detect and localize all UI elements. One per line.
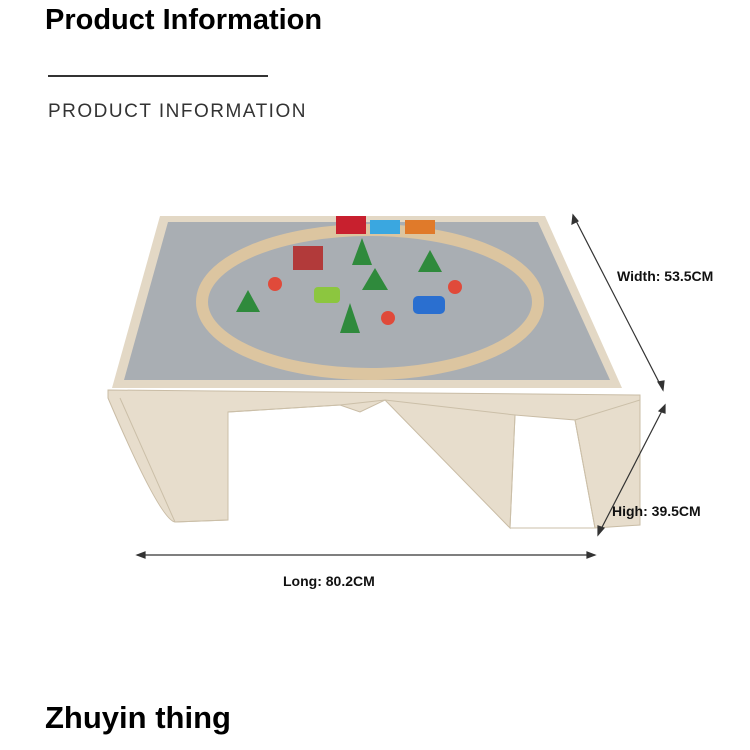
width-label: Width: 53.5CM bbox=[617, 268, 714, 284]
building-plate bbox=[124, 222, 610, 380]
train-car bbox=[370, 220, 400, 234]
figure bbox=[268, 277, 282, 291]
height-label: High: 39.5CM bbox=[612, 503, 701, 519]
tree bbox=[418, 250, 442, 272]
green-car bbox=[314, 287, 340, 303]
divider bbox=[48, 75, 268, 77]
house bbox=[293, 246, 323, 270]
tree bbox=[236, 290, 260, 312]
train-car bbox=[405, 220, 435, 234]
section-subtitle: PRODUCT INFORMATION bbox=[48, 101, 307, 122]
dimension-arrows bbox=[135, 213, 666, 559]
page-title: Product Information bbox=[45, 4, 323, 36]
figure bbox=[381, 311, 395, 325]
police-car bbox=[413, 296, 445, 314]
train-engine bbox=[336, 216, 366, 234]
table-body bbox=[107, 389, 641, 530]
length-label: Long: 80.2CM bbox=[283, 573, 375, 589]
brand-name: Zhuyin thing bbox=[45, 700, 231, 735]
tree bbox=[340, 303, 360, 333]
tree bbox=[362, 268, 388, 290]
figure bbox=[448, 280, 462, 294]
table-legs bbox=[119, 397, 641, 529]
tree bbox=[352, 238, 372, 265]
